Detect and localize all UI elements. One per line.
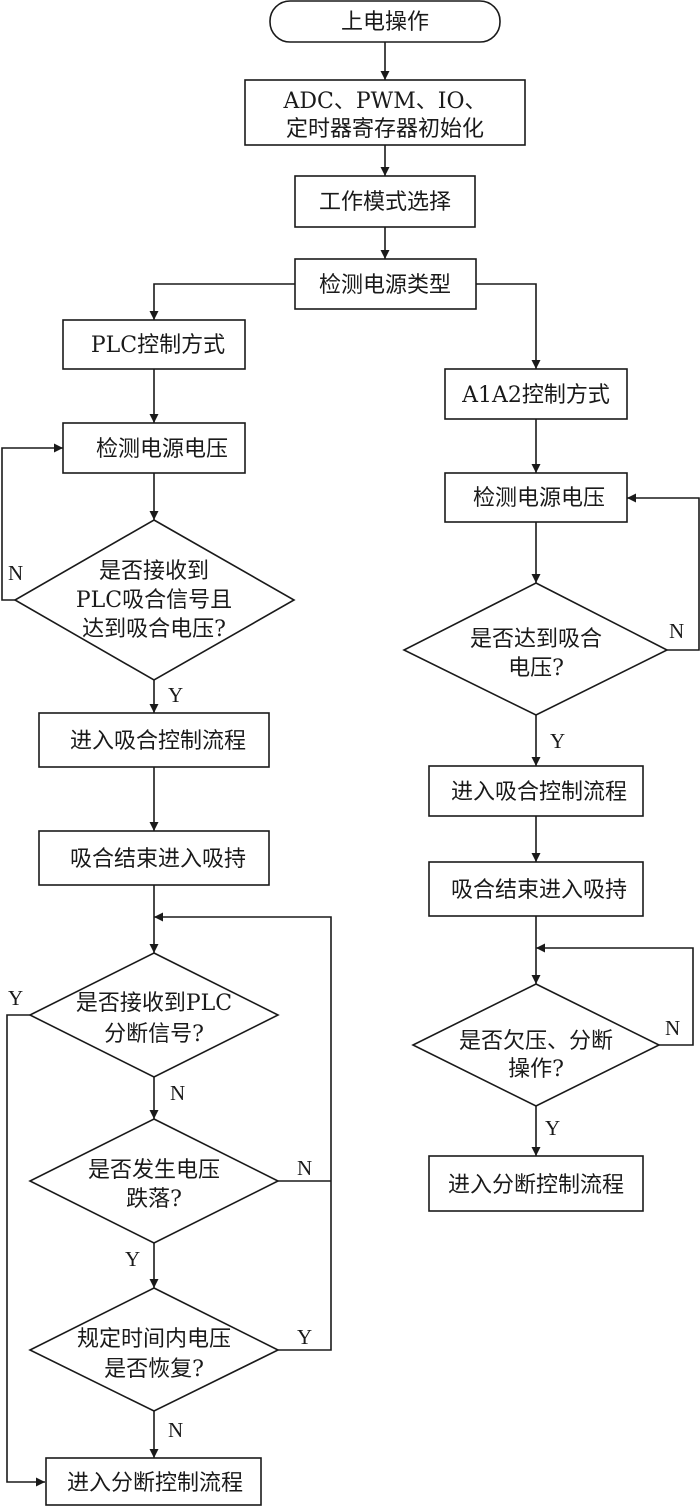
node-plc-break-signal-decision-text-2: 分断信号? [104, 1022, 204, 1047]
connectors [1, 42, 700, 1487]
node-a1a2-pickup-decision-text-1: 是否达到吸合 [470, 627, 602, 652]
node-a1a2-mode: A1A2控制方式 [444, 368, 628, 420]
label-y: Y [545, 1116, 560, 1140]
node-plc-detect-voltage-text: 检测电源电压 [96, 437, 228, 462]
label-n: N [168, 1418, 183, 1442]
node-mode-select: 工作模式选择 [294, 175, 476, 228]
label-y: Y [168, 683, 183, 707]
node-plc-detect-voltage: 检测电源电压 [62, 422, 246, 474]
node-a1a2-hold-text: 吸合结束进入吸持 [451, 878, 627, 903]
edge-detect-to-plc [149, 283, 295, 320]
node-voltage-drop-decision-text-1: 是否发生电压 [88, 1158, 220, 1183]
edge-a1a2-pickup-no [627, 493, 700, 651]
node-plc-pickup-decision-text-1: 是否接收到 [99, 559, 209, 584]
node-voltage-recover-decision: 规定时间内电压 是否恢复? [28, 1287, 280, 1412]
label-y: Y [297, 1325, 312, 1349]
node-a1a2-pickup-decision-text-2: 电压? [508, 656, 564, 681]
node-plc-pickup-decision-text-3: 达到吸合电压? [82, 617, 226, 642]
node-plc-hold: 吸合结束进入吸持 [38, 830, 270, 886]
edge-pickup-decision-no [1, 443, 63, 601]
edge-detect-to-a1a2 [476, 283, 541, 369]
node-init-text-2: 定时器寄存器初始化 [286, 117, 484, 142]
node-plc-pickup-flow: 进入吸合控制流程 [38, 712, 270, 768]
node-a1a2-mode-text: A1A2控制方式 [461, 383, 610, 408]
node-a1a2-break-flow: 进入分断控制流程 [428, 1155, 644, 1212]
node-init-text-1: ADC、PWM、IO、 [282, 89, 486, 114]
branch-labels: N Y Y N N Y Y N N Y N Y [8, 561, 684, 1442]
node-plc-break-signal-decision-text-1: 是否接收到PLC [76, 991, 232, 1016]
node-plc-break-flow: 进入分断控制流程 [45, 1457, 262, 1506]
label-n: N [297, 1156, 312, 1180]
node-plc-pickup-flow-text: 进入吸合控制流程 [70, 729, 246, 754]
node-a1a2-hold: 吸合结束进入吸持 [428, 861, 644, 917]
node-voltage-drop-decision: 是否发生电压 跌落? [28, 1118, 280, 1244]
node-start: 上电操作 [269, 0, 501, 43]
edge-voltage-recover-yes [278, 1181, 332, 1351]
node-a1a2-break-decision-text-2: 操作? [508, 1057, 564, 1082]
node-plc-pickup-decision: 是否接收到 PLC吸合信号且 达到吸合电压? [13, 519, 296, 681]
label-n: N [669, 619, 684, 643]
node-a1a2-pickup-flow: 进入吸合控制流程 [428, 765, 644, 817]
label-y: Y [550, 729, 565, 753]
node-a1a2-detect-voltage: 检测电源电压 [444, 472, 628, 523]
node-voltage-recover-decision-text-1: 规定时间内电压 [77, 1327, 231, 1352]
node-plc-break-flow-text: 进入分断控制流程 [67, 1471, 243, 1496]
node-voltage-drop-decision-text-2: 跌落? [126, 1187, 182, 1212]
node-a1a2-break-decision-text-1: 是否欠压、分断 [459, 1029, 613, 1054]
node-voltage-recover-decision-text-2: 是否恢复? [104, 1357, 204, 1382]
node-a1a2-pickup-flow-text: 进入吸合控制流程 [451, 780, 627, 805]
node-plc-pickup-decision-text-2: PLC吸合信号且 [76, 588, 232, 613]
node-mode-select-text: 工作模式选择 [319, 190, 451, 215]
edge-a1a2-break-no [536, 943, 694, 1046]
nodes: 上电操作 ADC、PWM、IO、 定时器寄存器初始化 工作模式选择 检测电源类型… [13, 0, 669, 1506]
node-detect-power-type-text: 检测电源类型 [319, 273, 451, 298]
node-a1a2-pickup-decision: 是否达到吸合 电压? [402, 582, 669, 716]
node-plc-break-signal-decision: 是否接收到PLC 分断信号? [28, 952, 280, 1078]
node-plc-mode: PLC控制方式 [62, 319, 246, 370]
label-y: Y [125, 1247, 140, 1271]
edge-break-signal-yes [6, 1014, 45, 1487]
label-n: N [665, 1016, 680, 1040]
label-n: N [8, 561, 23, 585]
label-n: N [170, 1081, 185, 1105]
node-a1a2-break-decision: 是否欠压、分断 操作? [411, 983, 661, 1107]
node-plc-mode-text: PLC控制方式 [91, 333, 225, 358]
label-y: Y [8, 986, 23, 1010]
node-a1a2-detect-voltage-text: 检测电源电压 [473, 486, 605, 511]
node-plc-hold-text: 吸合结束进入吸持 [70, 847, 246, 872]
node-start-text: 上电操作 [341, 10, 429, 35]
node-a1a2-break-flow-text: 进入分断控制流程 [448, 1173, 624, 1198]
node-init: ADC、PWM、IO、 定时器寄存器初始化 [244, 79, 526, 146]
node-detect-power-type: 检测电源类型 [294, 258, 477, 310]
edge-loop-back [154, 912, 332, 1181]
